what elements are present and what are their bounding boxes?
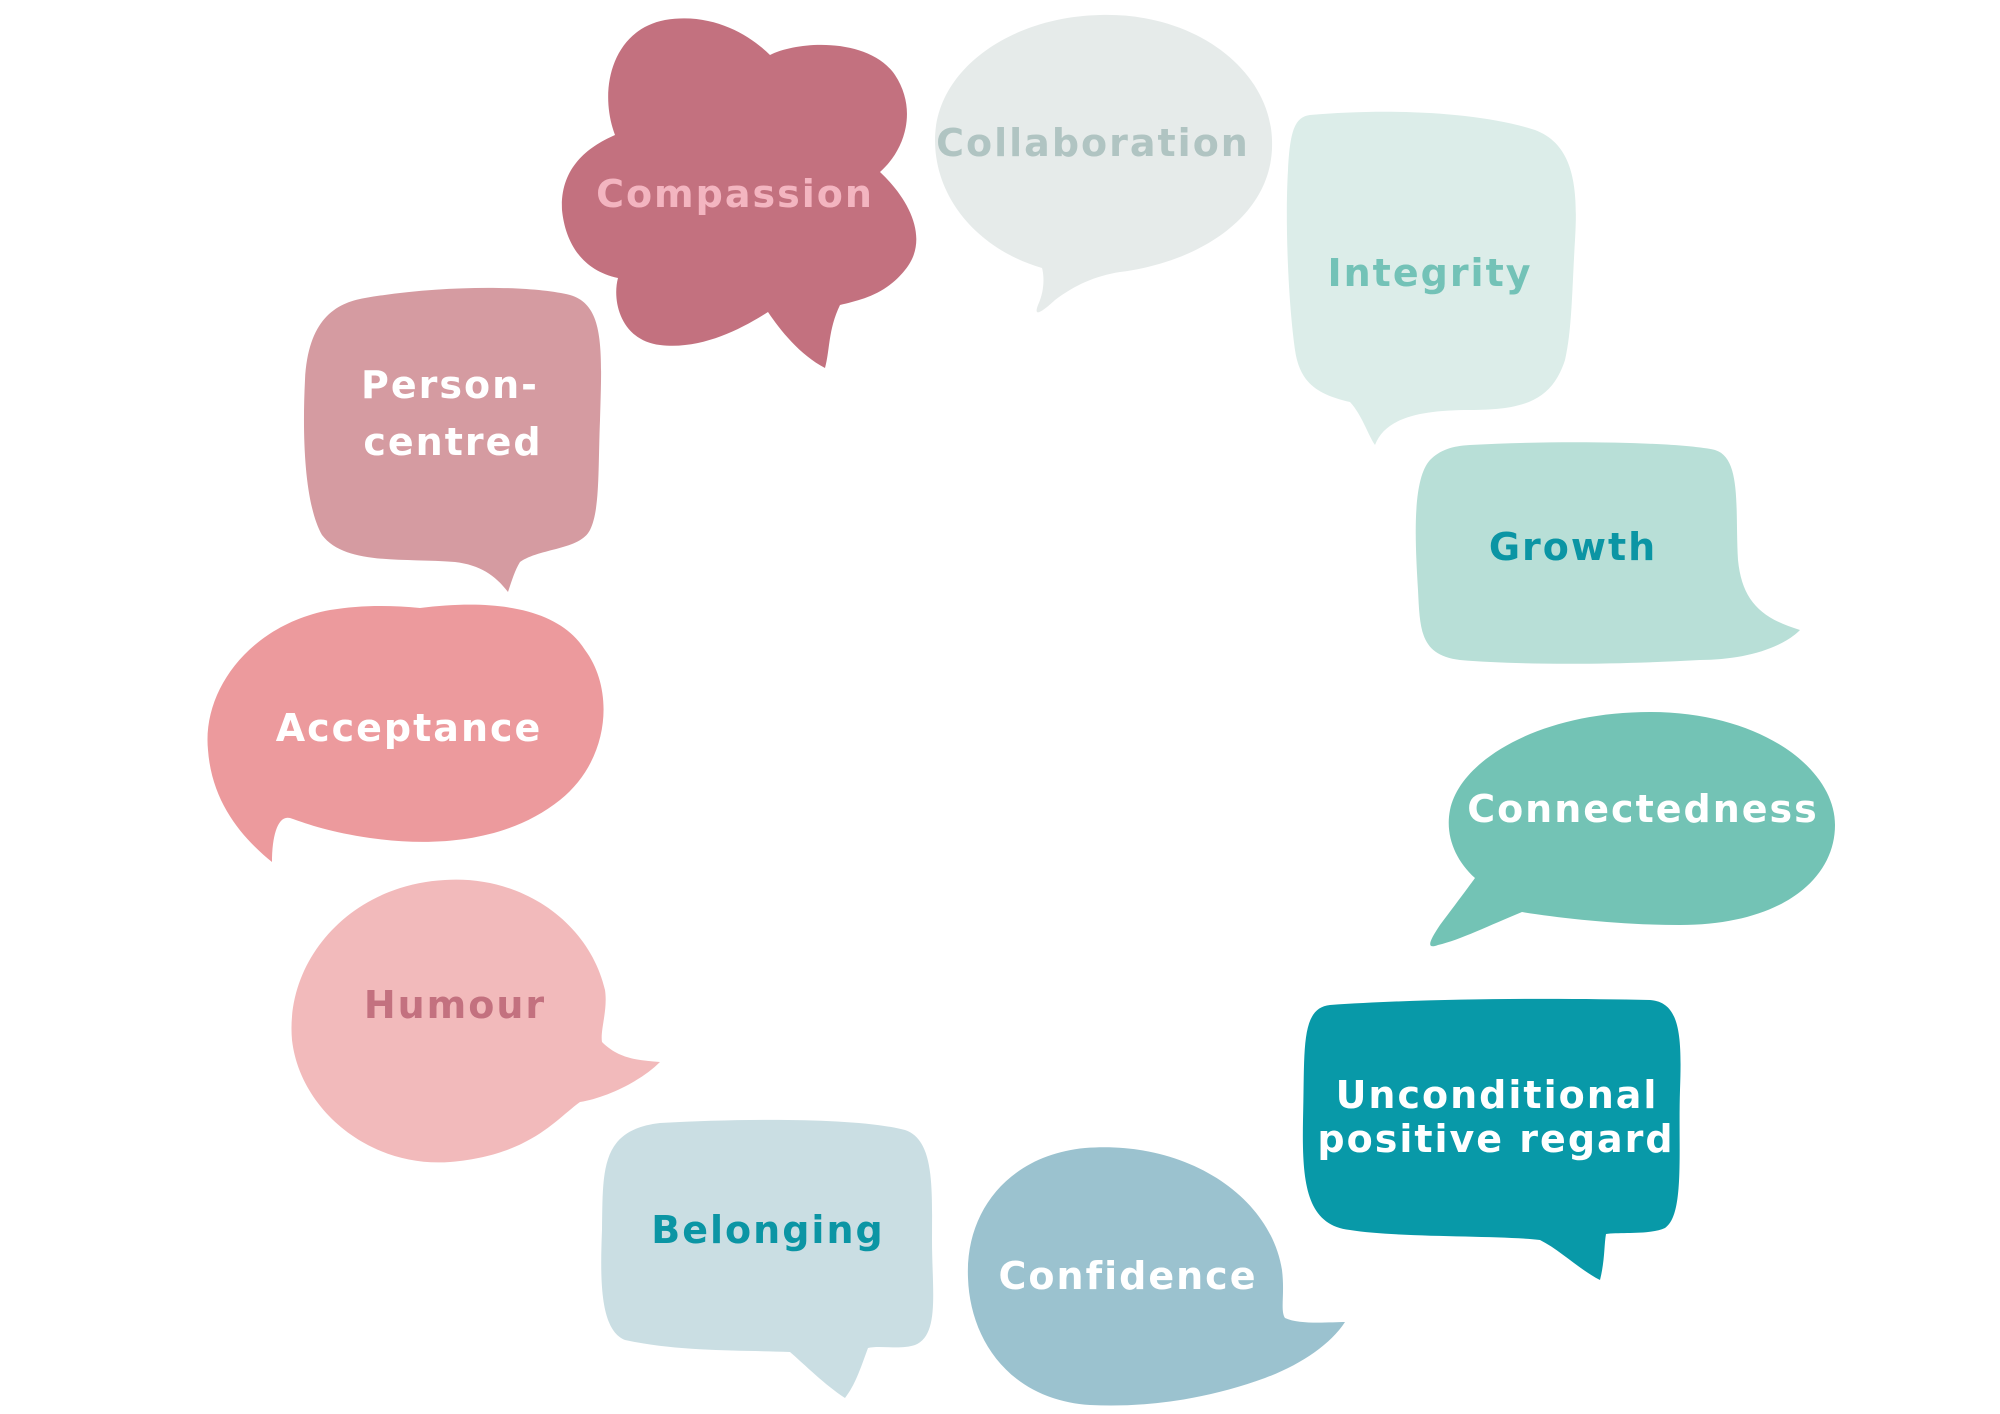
- bubble-shape: [207, 604, 604, 862]
- bubble-shape: [303, 287, 602, 592]
- bubble-label: Acceptance: [276, 706, 543, 750]
- bubble-shape: [1415, 442, 1800, 664]
- bubble-label-line-1: Unconditional: [1336, 1073, 1659, 1117]
- bubble-label-line-2: positive regard: [1317, 1117, 1674, 1161]
- bubble-shape: [967, 1147, 1345, 1406]
- bubble-unconditional-positive-regard: Unconditional positive regard: [1302, 998, 1681, 1280]
- bubble-growth: Growth: [1415, 442, 1800, 664]
- bubble-belonging: Belonging: [601, 1119, 934, 1398]
- bubble-person-centred: Person- centred: [303, 287, 602, 592]
- bubble-shape: [1430, 712, 1835, 947]
- bubble-shape: [291, 879, 660, 1163]
- bubble-connectedness: Connectedness: [1430, 712, 1835, 947]
- bubble-label: Collaboration: [936, 121, 1250, 165]
- bubble-label: Confidence: [999, 1254, 1258, 1298]
- bubble-label: Humour: [364, 983, 546, 1027]
- bubble-humour: Humour: [291, 879, 660, 1163]
- bubble-shape: [935, 14, 1273, 313]
- bubble-compassion: Compassion: [561, 18, 917, 368]
- bubble-label: Growth: [1489, 525, 1657, 569]
- bubble-label: Belonging: [651, 1208, 884, 1252]
- bubble-confidence: Confidence: [967, 1147, 1345, 1406]
- bubble-label: Connectedness: [1467, 787, 1819, 831]
- bubble-shape: [561, 18, 917, 368]
- bubble-integrity: Integrity: [1286, 111, 1576, 445]
- bubble-shape: [1302, 998, 1681, 1280]
- bubble-acceptance: Acceptance: [207, 604, 604, 862]
- bubble-shape: [601, 1119, 934, 1398]
- bubble-label: Compassion: [596, 172, 874, 216]
- bubble-label: Integrity: [1327, 251, 1532, 295]
- bubble-shape: [1286, 111, 1576, 445]
- bubble-label-line-1: Person-: [361, 363, 539, 407]
- bubble-collaboration: Collaboration: [935, 14, 1273, 313]
- bubble-label-line-2: centred: [363, 420, 542, 464]
